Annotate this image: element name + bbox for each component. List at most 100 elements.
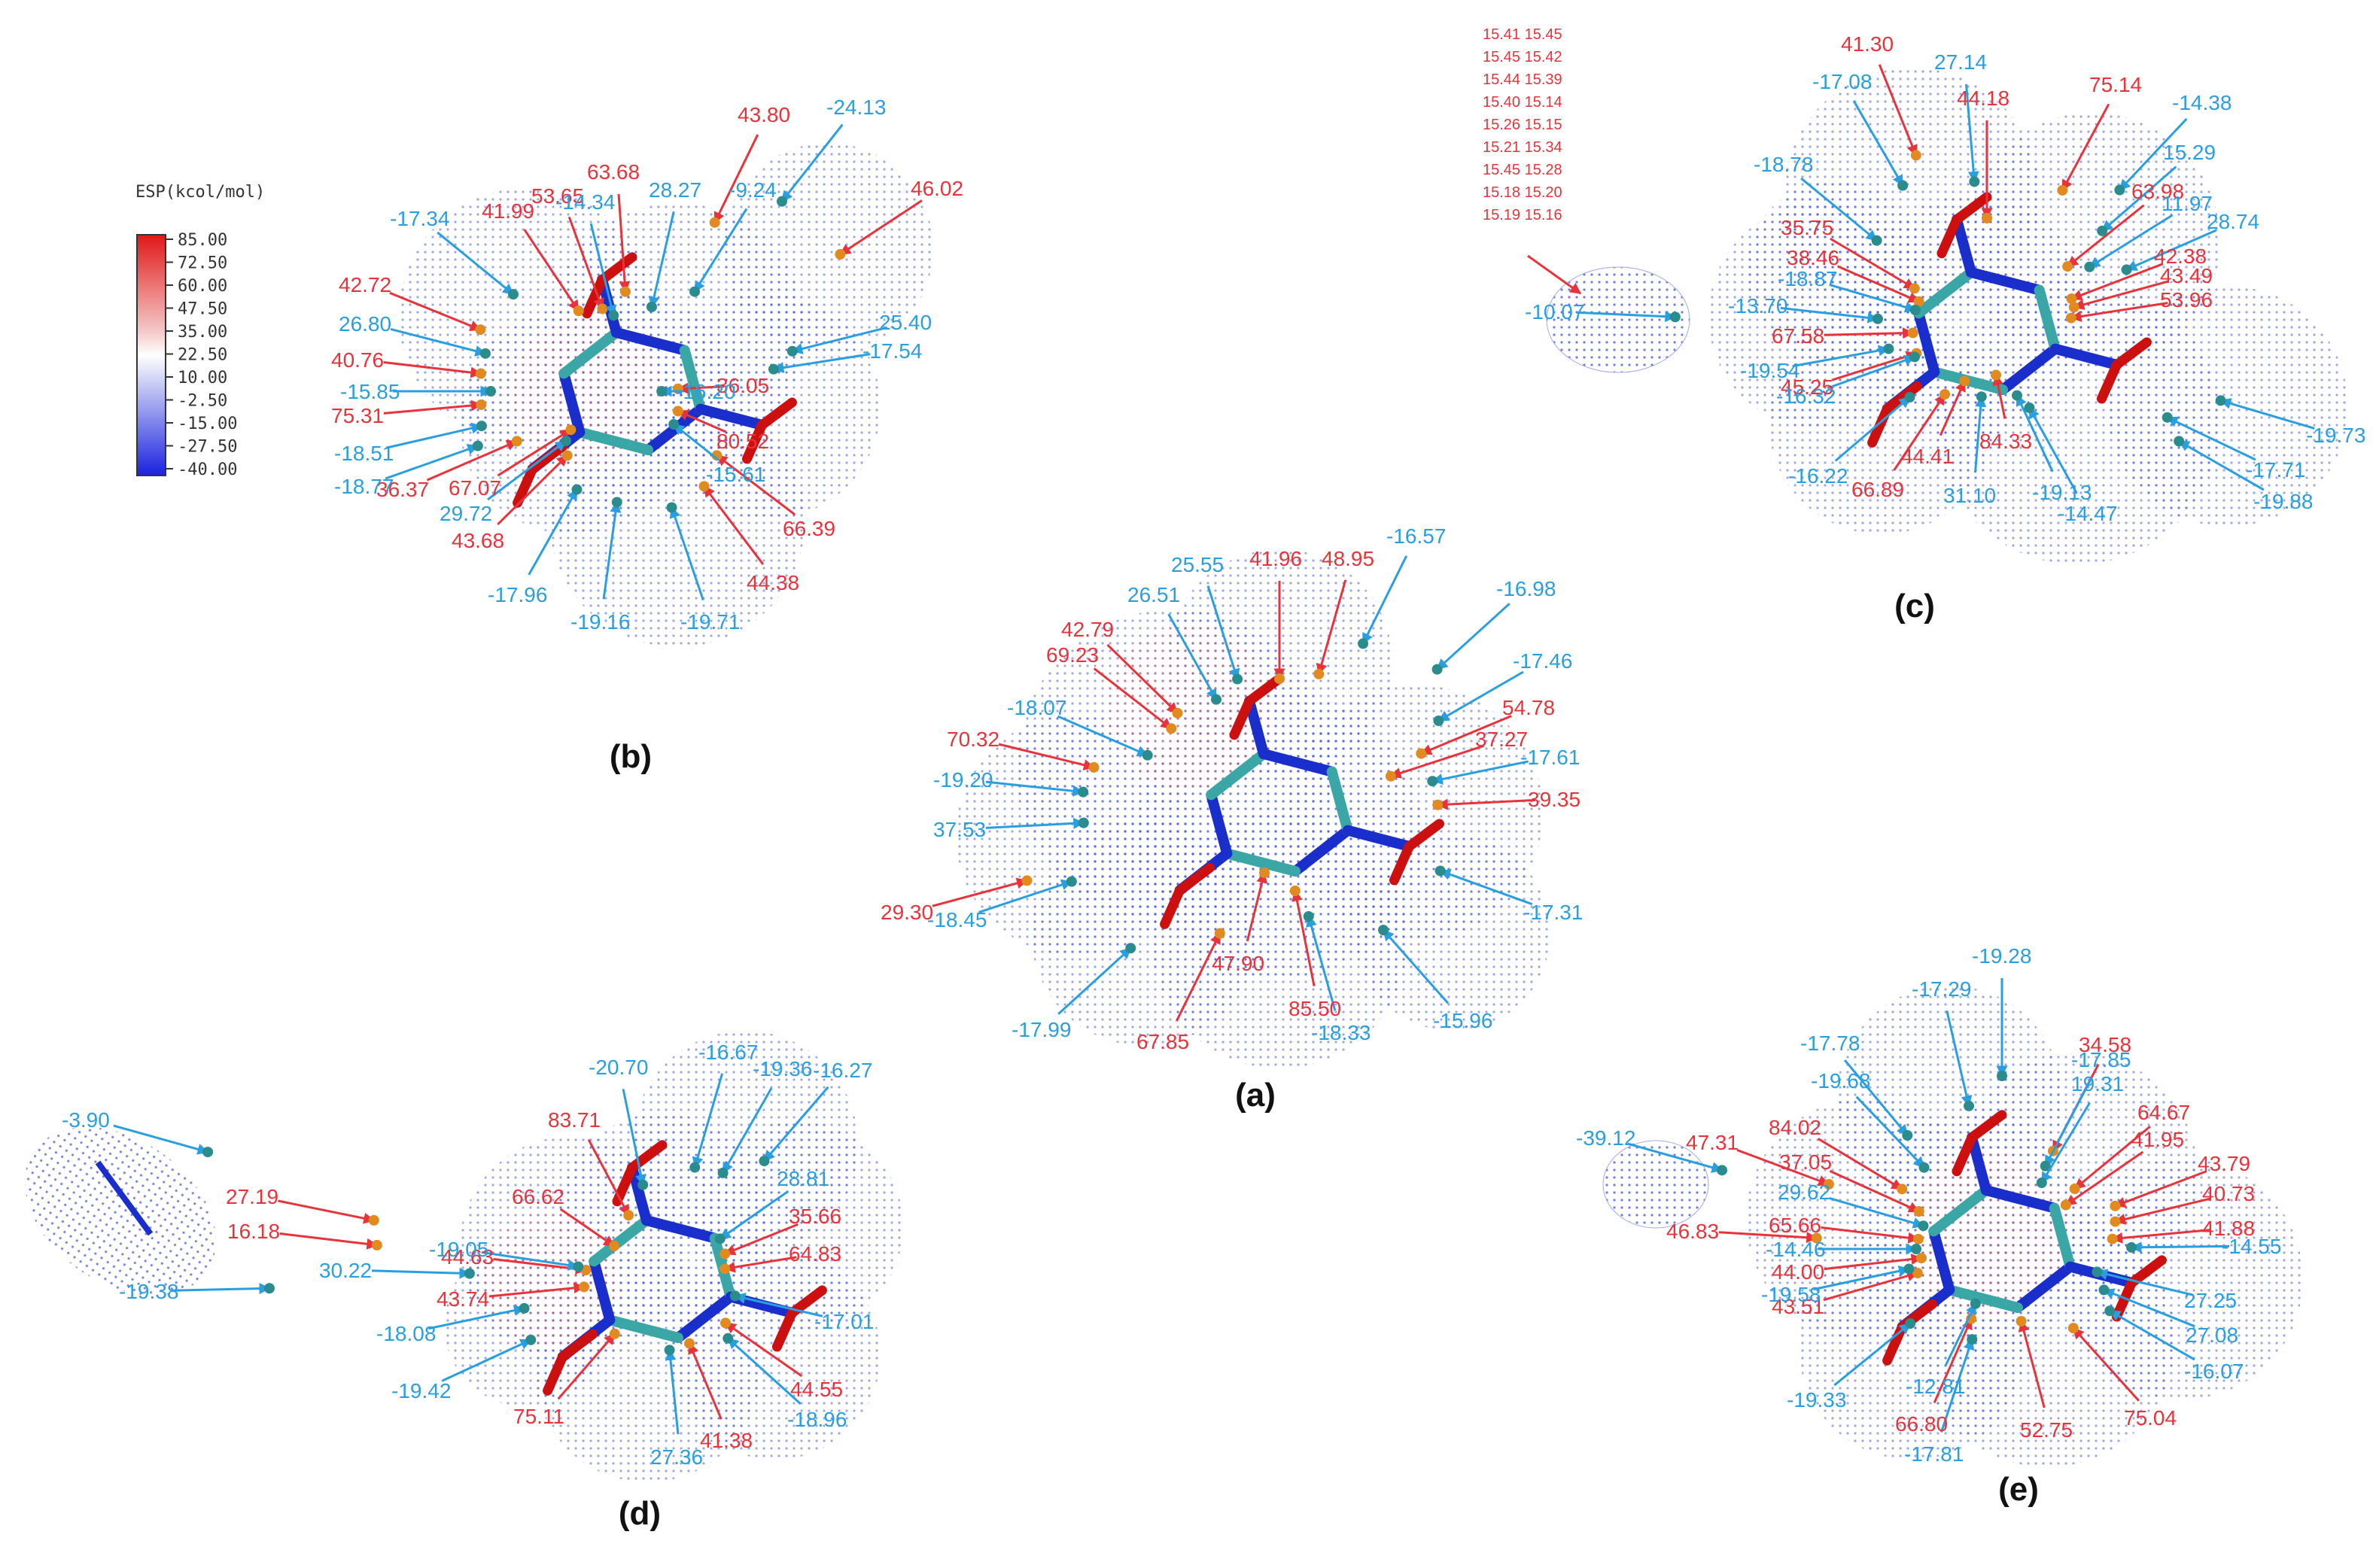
minimum-point: [507, 289, 519, 300]
bond: [640, 1214, 720, 1244]
esp-minimum-label: -17.78: [1800, 1032, 1860, 1055]
minimum-point: [1871, 235, 1882, 246]
minimum-point: [1125, 943, 1136, 954]
bond: [2034, 284, 2061, 354]
minimum-point: [1918, 1220, 1929, 1232]
maximum-arrow: [677, 409, 727, 433]
minimum-point: [668, 419, 680, 430]
maximum-arrow: [1992, 373, 2006, 419]
maximum-arrow: [1106, 643, 1179, 714]
minimum-arrow: [1829, 1197, 1924, 1229]
minimum-point: [717, 1167, 729, 1178]
maximum-arrow: [1389, 744, 1484, 779]
esp-minimum-label: -12.81: [1906, 1375, 1965, 1398]
minimum-arrow: [2108, 1309, 2195, 1361]
bond-oxygen: [1244, 673, 1285, 707]
maximum-arrow: [1316, 579, 1347, 676]
esp-minimum-label: -16.32: [1776, 384, 1836, 408]
minimum-arrow: [1852, 100, 1904, 187]
esp-minimum-label: -17.31: [1523, 901, 1583, 924]
panel-a-letter: (a): [1235, 1077, 1276, 1114]
surface-lobe: [1152, 813, 1407, 1068]
minimum-arrow: [1361, 555, 1408, 645]
esp-minimum-label: -14.46: [1766, 1238, 1825, 1261]
minimum-arrow: [2096, 1269, 2193, 1296]
panel-e-labels: 34.5847.3184.0264.6737.0541.9543.7940.73…: [1576, 944, 2281, 1466]
maximum-point: [2065, 312, 2076, 324]
minimum-point: [1669, 311, 1681, 323]
minimum-arrow: [1057, 715, 1149, 757]
bond-oxygen: [1229, 696, 1255, 740]
minimum-arrow: [1946, 1010, 1973, 1108]
minimum-point: [263, 1283, 275, 1294]
minimum-arrow: [385, 444, 479, 480]
maximum-arrow: [2070, 263, 2164, 301]
minimum-arrow: [589, 223, 617, 317]
panel-a-arrows: [932, 555, 1536, 1022]
esp-minimum-label: 37.53: [933, 818, 986, 841]
maximum-point: [720, 1263, 731, 1275]
colorbar-tick-label: 85.00: [178, 231, 227, 250]
panel-a-surface: [956, 549, 1550, 1068]
minimum-arrow: [1306, 915, 1337, 1011]
esp-maximum-label: 41.95: [2131, 1128, 2184, 1151]
esp-minimum-label: -14.55: [2222, 1235, 2281, 1258]
maximum-point: [1214, 928, 1225, 939]
minimum-point: [1433, 715, 1444, 726]
minimum-arrow: [1577, 311, 1677, 323]
bond-oxygen: [1404, 819, 1444, 852]
maximum-point: [2110, 1200, 2121, 1211]
minimum-arrow: [1792, 345, 1890, 368]
esp-minimum-label: -17.34: [390, 207, 449, 230]
minimum-point: [689, 1162, 701, 1173]
maximum-arrow: [1824, 327, 1915, 339]
bond: [673, 1291, 736, 1344]
maximum-point: [1811, 1232, 1822, 1244]
panel-c-letter: (c): [1894, 588, 1935, 624]
maximum-arrow: [1821, 1226, 1920, 1244]
minimum-point: [2114, 184, 2125, 196]
colorbar-tick-label: 22.50: [178, 346, 227, 365]
minimum-point: [1903, 1263, 1915, 1275]
bond: [574, 427, 654, 456]
maximum-arrow: [713, 134, 759, 224]
bond: [2049, 1202, 2076, 1272]
esp-maximum-label: 47.31: [1686, 1131, 1739, 1154]
minimum-point: [1897, 180, 1909, 191]
esp-maximum-label: 41.96: [1249, 547, 1302, 570]
minimum-point: [1970, 1298, 1981, 1309]
bond-oxygen: [1867, 403, 1893, 448]
bond: [1944, 1284, 2024, 1314]
minimum-point: [768, 363, 779, 375]
esp-minimum-label: 27.36: [650, 1445, 703, 1469]
panel-c-surface: [1546, 68, 2348, 564]
maximum-point: [2068, 302, 2079, 313]
esp-minimum-label: 30.22: [319, 1259, 372, 1282]
minimum-point: [2092, 1266, 2103, 1278]
esp-maximum-label: 80.52: [716, 430, 769, 453]
esp-minimum-label: 29.72: [440, 502, 492, 525]
bond: [589, 1256, 616, 1326]
minimum-point: [1873, 313, 1884, 324]
maximum-point: [1910, 150, 1921, 161]
maximum-arrow: [557, 1332, 616, 1400]
minimum-point: [2215, 395, 2226, 406]
maximum-arrow: [998, 743, 1095, 770]
esp-minimum-label: -19.20: [933, 768, 993, 792]
esp-minimum-label: -17.29: [1912, 977, 1971, 1001]
maximum-point: [711, 450, 723, 461]
maximum-arrow: [1175, 932, 1221, 1022]
maximum-arrow: [1093, 667, 1173, 730]
bond-oxygen: [1952, 192, 1992, 225]
minimum-point: [2084, 261, 2095, 272]
esp-maximum-label: 83.71: [548, 1108, 601, 1132]
esp-maximum-label: 66.80: [1895, 1412, 1948, 1436]
esp-maximum-label: 43.68: [452, 529, 504, 552]
bond-oxygen: [2111, 337, 2152, 370]
minimum-arrow: [1940, 1338, 1975, 1433]
bond: [2012, 1261, 2076, 1314]
colorbar-tick-label: 35.00: [178, 323, 227, 342]
minimum-point: [2097, 225, 2108, 236]
esp-minimum-label: -18.08: [376, 1322, 436, 1345]
esp-minimum-label: -20.70: [589, 1056, 648, 1079]
